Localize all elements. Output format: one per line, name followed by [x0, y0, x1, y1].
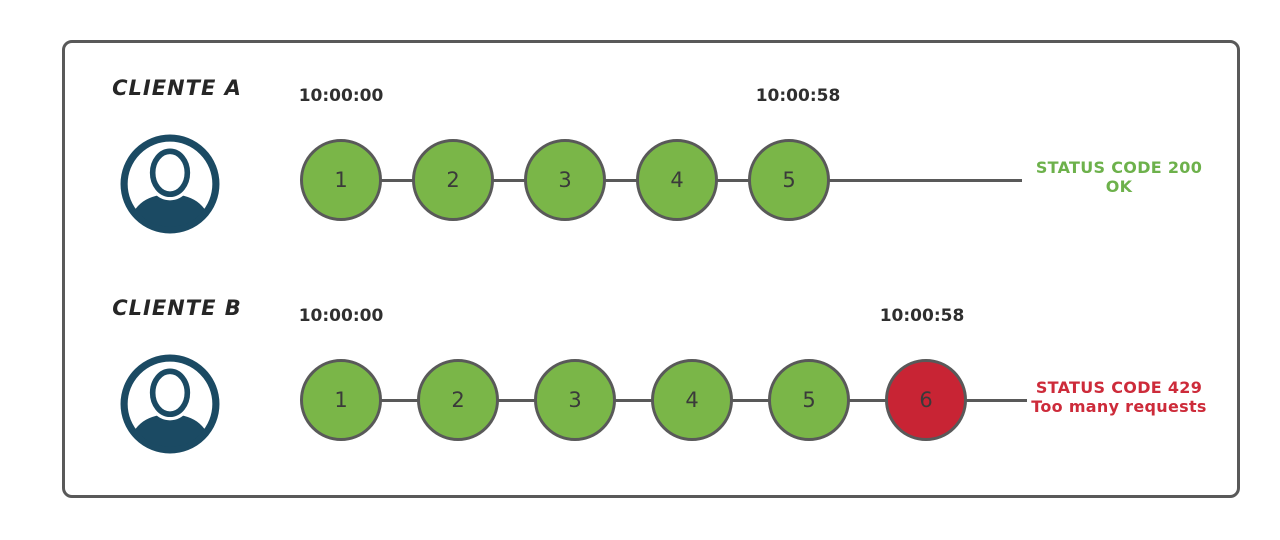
request-circle-a3: 3	[524, 139, 606, 221]
diagram-frame	[62, 40, 1240, 498]
timestamp-end-b: 10:00:58	[879, 306, 965, 326]
timestamp-start-b: 10:00:00	[298, 306, 384, 326]
request-circle-a5: 5	[748, 139, 830, 221]
status-code-line: STATUS CODE 429	[1035, 378, 1203, 397]
request-circle-b3: 3	[534, 359, 616, 441]
request-circle-a2: 2	[412, 139, 494, 221]
status-message-line: OK	[1105, 177, 1133, 196]
user-avatar-icon	[119, 133, 221, 235]
user-avatar-icon	[119, 353, 221, 455]
request-circle-a1: 1	[300, 139, 382, 221]
request-circle-b6-blocked: 6	[885, 359, 967, 441]
status-message-line: Too many requests	[1031, 397, 1207, 416]
timestamp-end-a: 10:00:58	[755, 86, 841, 106]
timestamp-start-a: 10:00:00	[298, 86, 384, 106]
request-circle-b1: 1	[300, 359, 382, 441]
request-circle-a4: 4	[636, 139, 718, 221]
status-ok-text: STATUS CODE 200 OK	[1026, 158, 1212, 196]
status-error-text: STATUS CODE 429 Too many requests	[1026, 378, 1212, 416]
client-b-label: CLIENTE B	[112, 296, 242, 320]
request-circle-b2: 2	[417, 359, 499, 441]
request-circle-b4: 4	[651, 359, 733, 441]
status-code-line: STATUS CODE 200	[1035, 158, 1203, 177]
request-circle-b5: 5	[768, 359, 850, 441]
client-a-label: CLIENTE A	[112, 76, 242, 100]
